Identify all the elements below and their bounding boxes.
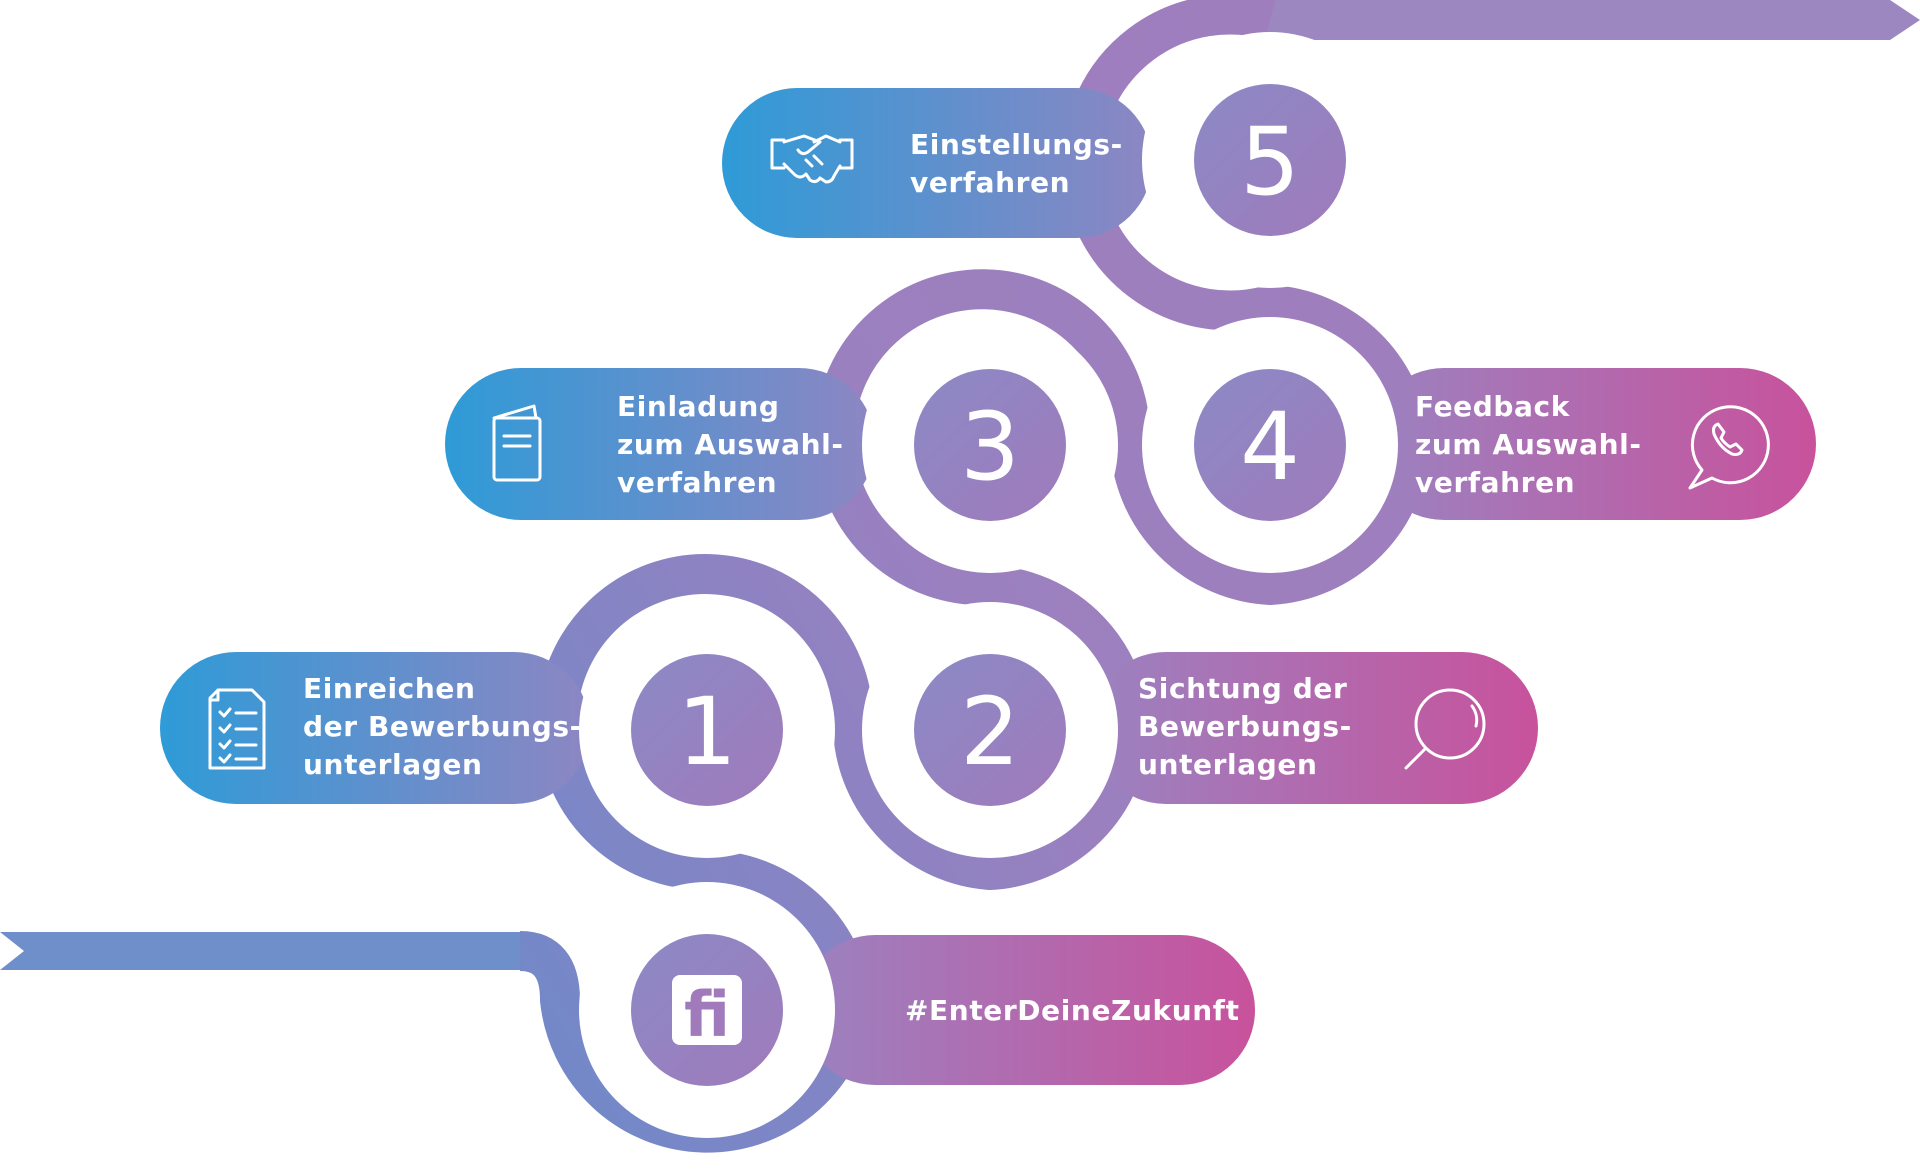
step-number-1: 1	[677, 678, 737, 787]
step-label-1: Einreichen der Bewerbungs- unterlagen	[303, 672, 582, 781]
band-step-3	[445, 368, 875, 520]
handshake-icon	[770, 134, 854, 184]
step-number-2: 2	[960, 678, 1020, 787]
step-label-3: Einladung zum Auswahl- verfahren	[617, 390, 844, 499]
step-label-2: Sichtung der Bewerbungs- unterlagen	[1138, 672, 1352, 781]
step-number-3: 3	[960, 393, 1020, 502]
step-node-5: 5	[1194, 84, 1346, 236]
step-label-5: Einstellungs- verfahren	[910, 128, 1123, 199]
start-arrow	[0, 932, 520, 970]
step-node-2: 2	[914, 654, 1066, 806]
process-ribbon	[518, 0, 1431, 1153]
band-step-2	[1090, 652, 1538, 804]
fi-logo-icon	[672, 975, 742, 1045]
band-start	[800, 935, 1255, 1085]
fi-logo-text: fi	[684, 978, 730, 1051]
end-arrow	[1260, 0, 1920, 40]
step-node-4: 4	[1194, 369, 1346, 521]
step-number-5: 5	[1240, 108, 1300, 217]
invitation-card-icon	[492, 404, 542, 482]
step-node-3: 3	[914, 369, 1066, 521]
step-node-start: fi	[631, 934, 783, 1086]
phone-chat-icon	[1688, 405, 1770, 490]
document-checklist-icon	[208, 688, 266, 770]
hashtag-label: #EnterDeineZukunft	[905, 994, 1240, 1027]
band-step-1	[160, 652, 590, 804]
step-node-1: 1	[631, 654, 783, 806]
step-number-4: 4	[1240, 393, 1300, 502]
step-label-4: Feedback zum Auswahl- verfahren	[1415, 390, 1642, 499]
band-step-5	[722, 88, 1152, 238]
magnifier-icon	[1404, 688, 1486, 770]
